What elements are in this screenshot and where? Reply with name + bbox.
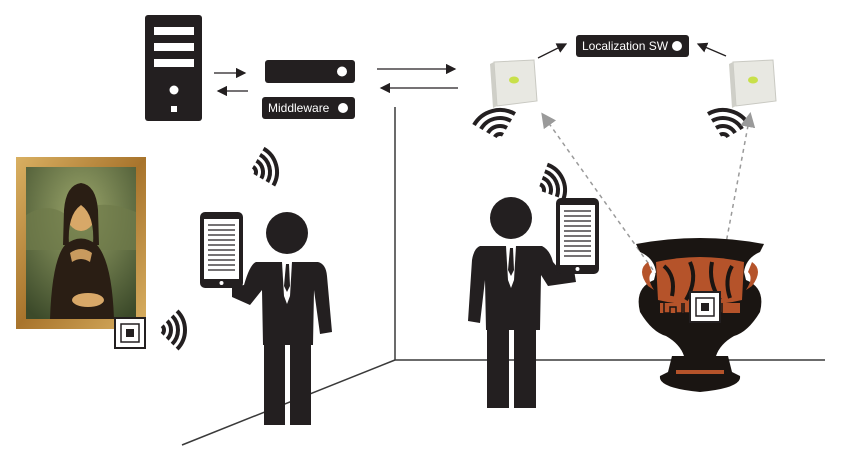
person-icon: [468, 197, 576, 408]
room-floor-lines: [181, 107, 825, 446]
rfid-tag-icon: [114, 317, 146, 349]
tablet-icon: [200, 212, 243, 288]
wireless-reader-icon: [729, 59, 777, 108]
localization-sw-label: Localization SW: [576, 35, 689, 57]
wifi-signal-icon: [539, 162, 567, 200]
status-led-icon: [338, 103, 348, 113]
middleware-label-text: Middleware: [268, 101, 330, 115]
wifi-signal-icon: [160, 309, 187, 351]
painting-icon: [16, 157, 146, 329]
wifi-signal-icon: [472, 108, 516, 139]
server-link-arrows: [214, 67, 248, 97]
localization-sw-label-text: Localization SW: [582, 39, 669, 53]
middleware-link-arrows: [377, 63, 458, 94]
server-rack-icon: [265, 60, 355, 83]
server-tower-icon: [145, 15, 202, 121]
localization-link-arrows: [537, 42, 727, 59]
wifi-signal-icon: [251, 146, 279, 187]
middleware-label: Middleware: [262, 97, 355, 119]
tablet-icon: [556, 198, 599, 274]
person-icon: [232, 212, 332, 425]
status-led-icon: [672, 41, 682, 51]
wireless-reader-icon: [490, 59, 538, 108]
rfid-tag-icon: [689, 291, 721, 323]
